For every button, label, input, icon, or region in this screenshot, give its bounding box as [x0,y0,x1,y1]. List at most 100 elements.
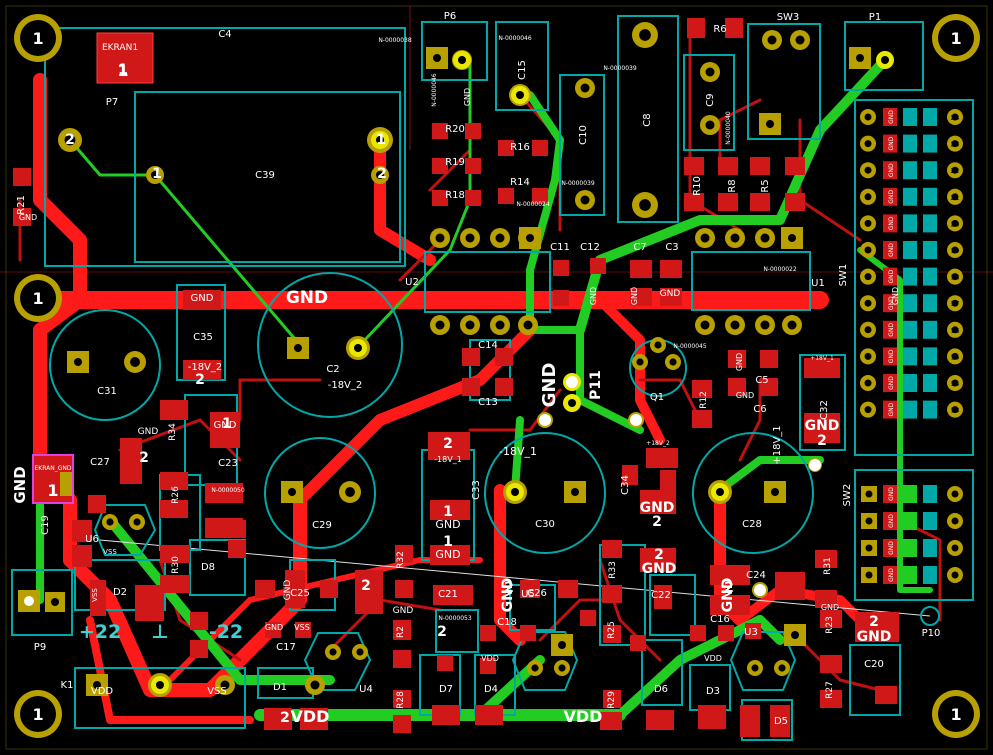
through-hole-pad[interactable] [632,192,658,218]
smd-pad[interactable] [498,140,514,156]
smd-pad[interactable] [160,500,188,518]
smd-pad[interactable] [804,413,840,443]
square-pad[interactable] [86,674,108,696]
smd-pad[interactable] [775,572,805,600]
smd-pad[interactable] [750,193,770,211]
through-hole-pad[interactable] [58,128,82,152]
through-hole-pad[interactable] [755,228,775,248]
smd-pad[interactable] [684,157,704,175]
smd-pad[interactable] [393,715,411,733]
smd-pad[interactable] [395,580,413,598]
square-pad[interactable] [426,47,448,69]
square-pad[interactable] [551,634,573,656]
smd-pad[interactable] [120,438,142,484]
mount-hole-p5[interactable]: 1 [932,690,980,738]
through-hole-pad[interactable] [554,660,570,676]
smd-pad[interactable] [480,625,496,641]
smd-pad[interactable] [190,640,208,658]
smd-pad[interactable] [320,580,338,598]
smd-pad[interactable] [785,157,805,175]
smd-pad[interactable] [255,580,275,598]
smd-pad[interactable] [265,622,281,638]
smd-pad[interactable] [630,288,652,306]
smd-pad[interactable] [228,540,246,558]
smd-pad[interactable] [355,570,383,614]
through-hole-pad[interactable] [725,315,745,335]
through-hole-pad[interactable] [339,481,361,503]
highlight-pad[interactable] [349,339,367,357]
smd-pad[interactable] [815,590,837,608]
smd-pad[interactable] [602,585,622,603]
through-hole-pad[interactable] [124,351,146,373]
smd-pad[interactable] [480,658,496,674]
smd-pad[interactable] [553,260,569,276]
smd-pad[interactable] [710,595,750,615]
smd-pad[interactable] [295,622,311,638]
smd-pad[interactable] [622,465,638,485]
smd-pad[interactable] [475,705,503,725]
smd-pad[interactable] [432,190,448,206]
smd-pad[interactable] [285,570,305,608]
highlight-pad[interactable] [876,51,894,69]
smd-pad[interactable] [718,625,734,641]
smd-pad[interactable] [90,580,106,616]
through-hole-pad[interactable] [305,675,325,695]
square-pad[interactable] [759,113,781,135]
highlight-pad[interactable] [511,86,529,104]
smd-pad[interactable] [660,260,682,278]
smd-pad[interactable] [495,378,513,396]
smd-pad[interactable] [646,448,678,468]
smd-pad[interactable] [183,360,221,380]
smd-pad[interactable] [603,625,621,643]
smd-pad[interactable] [462,378,480,396]
through-hole-pad[interactable] [762,30,782,50]
smd-pad[interactable] [580,610,596,626]
through-hole-pad[interactable] [774,660,790,676]
smd-pad[interactable] [692,380,712,398]
smd-pad[interactable] [785,193,805,211]
through-hole-pad[interactable] [695,315,715,335]
smd-pad[interactable] [72,520,92,542]
smd-pad[interactable] [698,705,726,729]
ekran1-pad[interactable] [96,32,154,84]
smd-pad[interactable] [430,545,470,565]
smd-pad[interactable] [692,410,712,428]
smd-pad[interactable] [88,495,106,513]
smd-pad[interactable] [210,428,240,448]
through-hole-pad[interactable] [695,228,715,248]
smd-pad[interactable] [760,350,778,368]
smd-pad[interactable] [687,18,705,38]
through-hole-pad[interactable] [215,675,235,695]
square-pad[interactable] [564,481,586,503]
smd-pad[interactable] [432,158,448,174]
highlight-pad[interactable] [563,394,581,412]
smd-pad[interactable] [393,690,411,708]
smd-pad[interactable] [520,625,536,641]
highlight-pad[interactable] [506,483,524,501]
smd-pad[interactable] [728,350,746,368]
smd-pad[interactable] [646,710,674,730]
smd-pad[interactable] [684,193,704,211]
through-hole-pad[interactable] [460,228,480,248]
through-hole-pad[interactable] [665,354,681,370]
smd-pad[interactable] [465,123,481,139]
through-hole-pad[interactable] [650,337,666,353]
smd-pad[interactable] [745,623,761,639]
smd-pad[interactable] [465,190,481,206]
square-pad[interactable] [781,227,803,249]
smd-pad[interactable] [553,290,569,306]
smd-pad[interactable] [462,348,480,366]
smd-pad[interactable] [804,358,840,378]
smd-pad[interactable] [433,585,473,605]
smd-pad[interactable] [815,550,837,568]
smd-pad[interactable] [654,585,672,609]
smd-pad[interactable] [820,610,842,628]
through-hole-pad[interactable] [700,62,720,82]
